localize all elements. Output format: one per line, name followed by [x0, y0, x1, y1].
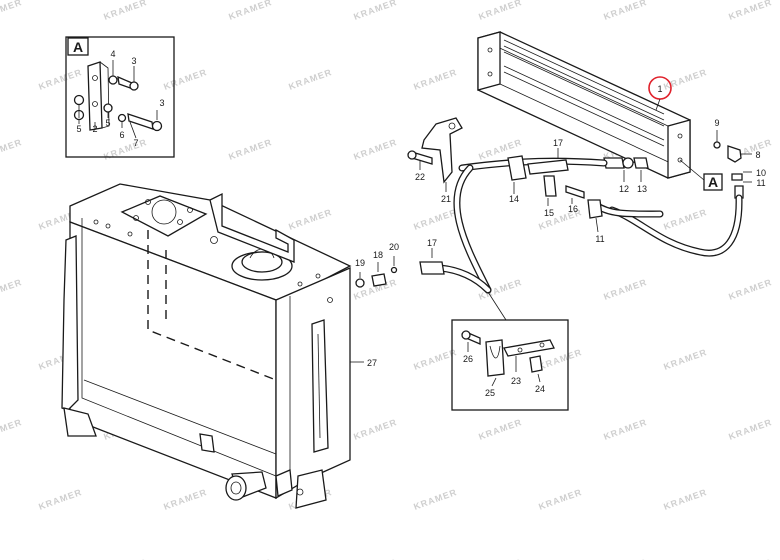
callout-24: 24 — [535, 384, 545, 394]
spacer-part-7 — [103, 103, 113, 113]
detail-clamp-frame — [451, 319, 569, 411]
oil-cooler-part-1 — [477, 31, 691, 179]
watermark-text: KRAMER — [102, 137, 148, 162]
watermark-text: KRAMER — [287, 67, 333, 92]
watermark-text: KRAMER — [352, 137, 398, 162]
watermark-text: KRAMER — [162, 67, 208, 92]
callout-14: 14 — [509, 194, 519, 204]
connector-part-13 — [633, 157, 649, 169]
callout-16: 16 — [568, 204, 578, 214]
callout-8: 8 — [755, 150, 760, 160]
callout-11-mid: 11 — [595, 234, 604, 244]
clip-part-24 — [529, 355, 543, 373]
bracket-part-21 — [421, 117, 463, 184]
watermark-text: KRAMER — [727, 277, 773, 302]
watermark-text: KRAMER — [727, 417, 773, 442]
watermark-text: KRAMER — [602, 277, 648, 302]
watermark-text: KRAMER — [602, 417, 648, 442]
callout-27: 27 — [367, 358, 377, 368]
elbow-part-8 — [727, 145, 742, 163]
bolt-part-16 — [565, 185, 585, 199]
fittings-right — [713, 141, 744, 199]
callout-11-right: 11 — [756, 178, 765, 188]
watermark-text: KRAMER — [0, 417, 23, 442]
fittings-12-13 — [603, 157, 649, 169]
watermark-text: KRAMER — [287, 207, 333, 232]
callout-21: 21 — [441, 194, 451, 204]
watermark-text: KRAMER — [477, 417, 523, 442]
watermark-text: KRAMER — [412, 487, 458, 512]
detail-view-clamp: 26 25 23 24 — [451, 319, 569, 411]
detail-view-a-tag — [67, 37, 89, 56]
nut-part-5-top — [73, 94, 85, 106]
watermark-text: KRAMER — [227, 137, 273, 162]
washer-part-4 — [108, 75, 118, 85]
watermark-text: KRAMER — [662, 207, 708, 232]
callout-13: 13 — [637, 184, 647, 194]
callout-18: 18 — [373, 250, 383, 260]
watermark-text: KRAMER — [537, 487, 583, 512]
detail-view-a-label: A — [73, 39, 83, 55]
callout-3-top: 3 — [131, 56, 136, 66]
detail-view-a-frame — [65, 36, 175, 158]
callout-26: 26 — [463, 354, 473, 364]
watermark-text: KRAMER — [602, 0, 648, 22]
callout-20: 20 — [389, 242, 399, 252]
callout-23: 23 — [511, 376, 521, 386]
plate-part-23 — [503, 339, 555, 357]
callout-5-left: 5 — [76, 124, 81, 134]
watermark-text: KRAMER — [352, 0, 398, 22]
watermark-text: KRAMER — [727, 0, 773, 22]
callout-9: 9 — [714, 118, 719, 128]
bracket-part-15 — [543, 175, 557, 197]
callout-15: 15 — [544, 208, 554, 218]
o-ring-part-9 — [713, 141, 721, 149]
callout-22: 22 — [415, 172, 425, 182]
watermark-text: KRAMER — [102, 0, 148, 22]
nipple-part-18 — [371, 273, 387, 287]
watermark-text: KRAMER — [0, 277, 23, 302]
watermark-text: KRAMER — [162, 487, 208, 512]
pipe-part-17 — [527, 159, 569, 175]
washer-part-6 — [117, 113, 127, 123]
callout-12: 12 — [619, 184, 629, 194]
watermark-text: KRAMER — [537, 347, 583, 372]
watermark-text: KRAMER — [0, 0, 23, 22]
o-ring-part-10 — [731, 173, 743, 181]
watermark-text: KRAMER — [412, 207, 458, 232]
o-ring-part-20 — [390, 266, 398, 274]
clamp-part-14 — [507, 155, 527, 181]
callout-1: 1 — [657, 84, 662, 94]
callout-17-upper: 17 — [553, 138, 563, 148]
watermark-text: KRAMER — [37, 67, 83, 92]
callout-10: 10 — [756, 168, 766, 178]
watermark-text: KRAMER — [227, 0, 273, 22]
callout-19: 19 — [355, 258, 365, 268]
watermark-text: KRAMER — [412, 67, 458, 92]
watermark-text: KRAMER — [0, 137, 23, 162]
callout-5-mid: 5 — [105, 118, 110, 128]
bracket-part-2 — [87, 61, 103, 131]
view-a-callout-box — [703, 173, 723, 191]
watermark-text: KRAMER — [477, 0, 523, 22]
washer-part-19 — [355, 278, 365, 288]
callout-25: 25 — [485, 388, 495, 398]
detail-view-a: A 4 3 3 5 2 5 6 7 — [65, 36, 175, 158]
view-a-callout-label: A — [708, 174, 718, 190]
watermark-text: KRAMER — [662, 487, 708, 512]
watermark-text: KRAMER — [662, 67, 708, 92]
callout-4: 4 — [110, 49, 115, 59]
callout-2: 2 — [92, 124, 97, 134]
callout-17-lower: 17 — [427, 238, 437, 248]
watermark-text: KRAMER — [37, 487, 83, 512]
callout-7: 7 — [133, 138, 138, 148]
watermark-text: KRAMER — [662, 347, 708, 372]
callout-6: 6 — [119, 130, 124, 140]
hydraulic-tank-part-27 — [61, 183, 352, 509]
watermark-text: KRAMER — [352, 417, 398, 442]
hose-end-part-11 — [734, 185, 744, 199]
callout-3-bottom: 3 — [159, 98, 164, 108]
